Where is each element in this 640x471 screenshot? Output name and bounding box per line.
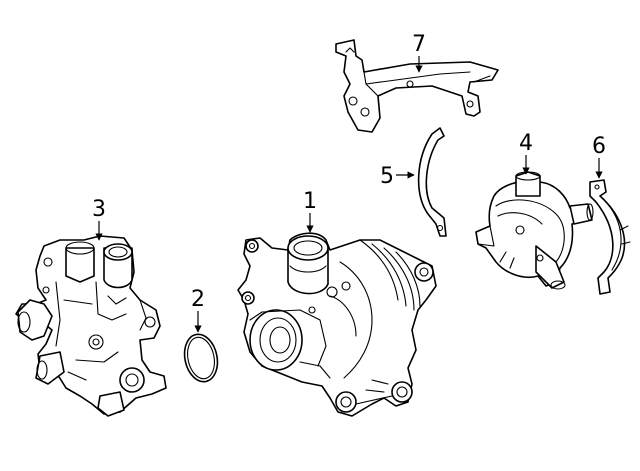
callout-6: 6 xyxy=(592,134,606,179)
callout-4-label: 4 xyxy=(519,131,533,156)
callout-5: 5 xyxy=(380,164,415,189)
callout-5-label: 5 xyxy=(380,164,394,189)
thermostat-housing-part[interactable] xyxy=(15,235,167,417)
clamp-part[interactable] xyxy=(589,179,631,295)
callout-3: 3 xyxy=(92,197,106,241)
callout-6-label: 6 xyxy=(592,134,606,159)
callout-7-label: 7 xyxy=(412,32,426,57)
callout-7: 7 xyxy=(412,32,426,73)
callout-2: 2 xyxy=(191,287,205,333)
callout-2-label: 2 xyxy=(191,287,205,312)
strap-part[interactable] xyxy=(417,127,447,237)
callout-1: 1 xyxy=(303,189,317,233)
water-pump-part[interactable] xyxy=(237,232,437,417)
bracket-part[interactable] xyxy=(335,39,499,133)
callout-3-label: 3 xyxy=(92,197,106,222)
callout-1-label: 1 xyxy=(303,189,317,214)
o-ring-part[interactable] xyxy=(180,331,221,385)
callout-4: 4 xyxy=(519,131,533,175)
aux-pump-part[interactable] xyxy=(475,171,594,290)
